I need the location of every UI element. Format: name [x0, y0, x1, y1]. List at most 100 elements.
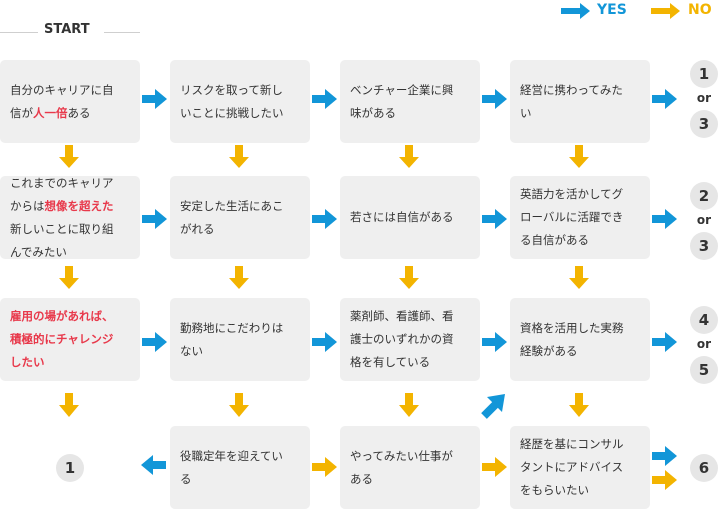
no-arrow: [229, 393, 249, 417]
highlight-text: 人一倍: [33, 105, 68, 120]
start-line-left: [0, 32, 38, 33]
question-box-7[interactable]: 若さには自信がある: [340, 176, 480, 259]
result-circle-2[interactable]: 2: [690, 182, 718, 210]
yes-arrow: [312, 89, 337, 109]
question-box-1[interactable]: 自分のキャリアに自信が人一倍ある: [0, 60, 140, 143]
yes-arrow: [652, 89, 677, 109]
no-arrow: [569, 145, 589, 168]
yes-arrow: [652, 446, 677, 466]
yes-arrow: [142, 332, 167, 352]
box-text: 自分のキャリアに自: [10, 82, 114, 97]
box-text: をもらいたい: [520, 483, 589, 497]
start-label: START: [44, 22, 90, 37]
box-text: 勤務地にこだわりは: [180, 320, 284, 335]
question-box-15[interactable]: 経歴を基にコンサルタントにアドバイスをもらいたい: [510, 426, 650, 509]
no-arrow: [652, 470, 677, 490]
or-label: or: [696, 91, 712, 105]
yes-arrow: [141, 455, 166, 475]
question-box-3[interactable]: ベンチャー企業に興味がある: [340, 60, 480, 143]
box-text: 信が: [10, 105, 33, 120]
box-text: いことに挑戦したい: [180, 105, 284, 120]
box-text: ある: [350, 471, 373, 486]
box-text: る自信がある: [520, 233, 589, 247]
box-text: 格を有している: [350, 355, 431, 369]
diagonal-yes-arrow: [481, 394, 505, 419]
question-box-5[interactable]: これまでのキャリアからは想像を超えた新しいことに取り組んでみたい: [0, 176, 140, 259]
yes-arrow: [142, 89, 167, 109]
box-text: 資格を活用した実務: [520, 320, 624, 335]
highlight-text: 雇用の場があれば、: [10, 309, 114, 323]
question-box-11[interactable]: 薬剤師、看護師、看護士のいずれかの資格を有している: [340, 298, 480, 381]
box-text: ベンチャー企業に興: [350, 82, 454, 97]
result-circle-3b[interactable]: 3: [690, 232, 718, 260]
no-arrow: [312, 457, 337, 477]
box-text: 英語力を活かしてグ: [520, 187, 624, 201]
box-text: ない: [180, 343, 203, 358]
box-text: い: [520, 105, 532, 120]
legend-no-label: NO: [688, 2, 712, 18]
question-box-13[interactable]: 役職定年を迎えている: [170, 426, 310, 509]
or-label: or: [696, 213, 712, 227]
box-text: 安定した生活にあこ: [180, 198, 284, 213]
yes-arrow: [312, 332, 337, 352]
question-box-6[interactable]: 安定した生活にあこがれる: [170, 176, 310, 259]
question-box-10[interactable]: 勤務地にこだわりはない: [170, 298, 310, 381]
box-text: タントにアドバイス: [520, 460, 624, 474]
yes-arrow: [312, 209, 337, 229]
question-box-2[interactable]: リスクを取って新しいことに挑戦したい: [170, 60, 310, 143]
highlight-text: したい: [10, 355, 45, 369]
box-text: 役職定年を迎えてい: [180, 448, 283, 463]
box-text: 経歴を基にコンサル: [520, 437, 624, 451]
no-arrow: [229, 145, 249, 168]
no-arrow: [59, 266, 79, 289]
question-box-9[interactable]: 雇用の場があれば、積極的にチャレンジしたい: [0, 298, 140, 381]
no-arrow: [569, 393, 589, 417]
legend-yes-label: YES: [597, 2, 627, 18]
yes-arrow: [482, 89, 507, 109]
start-line-right: [104, 32, 140, 33]
box-text: んでみたい: [10, 244, 67, 259]
yes-arrow: [652, 332, 677, 352]
result-circle-1b[interactable]: 1: [56, 454, 84, 482]
result-circle-4[interactable]: 4: [690, 306, 718, 334]
box-text: 新しいことに取り組: [10, 221, 114, 236]
box-text: 経験がある: [520, 343, 578, 358]
no-arrow: [229, 266, 249, 289]
box-text: 薬剤師、看護師、看: [350, 309, 454, 323]
box-text: リスクを取って新し: [180, 82, 283, 97]
no-arrow: [59, 145, 79, 168]
yes-arrow: [652, 209, 677, 229]
question-box-4[interactable]: 経営に携わってみたい: [510, 60, 650, 143]
legend-no-arrow: [651, 3, 680, 19]
box-text: からは: [10, 198, 45, 213]
no-arrow: [569, 266, 589, 289]
box-text: 経営に携わってみた: [520, 82, 623, 97]
question-box-8[interactable]: 英語力を活かしてグローバルに活躍できる自信がある: [510, 176, 650, 259]
yes-arrow: [142, 209, 167, 229]
legend-yes-arrow: [561, 3, 590, 19]
no-arrow: [399, 266, 419, 289]
box-text: 若さには自信がある: [350, 210, 454, 224]
result-circle-5[interactable]: 5: [690, 356, 718, 384]
box-text: これまでのキャリア: [10, 175, 114, 190]
no-arrow: [399, 145, 419, 168]
no-arrow: [399, 393, 419, 417]
highlight-text: 想像を超えた: [44, 198, 114, 213]
or-label: or: [696, 337, 712, 351]
question-box-14[interactable]: やってみたい仕事がある: [340, 426, 480, 509]
box-text: ある: [67, 105, 91, 120]
box-text: 護士のいずれかの資: [350, 332, 454, 346]
result-circle-1[interactable]: 1: [690, 60, 718, 88]
no-arrow: [482, 457, 507, 477]
yes-arrow: [482, 209, 507, 229]
yes-arrow: [482, 332, 507, 352]
highlight-text: 積極的にチャレンジ: [10, 332, 114, 346]
no-arrow: [59, 393, 79, 417]
result-circle-6[interactable]: 6: [690, 454, 718, 482]
result-circle-3[interactable]: 3: [690, 110, 718, 138]
box-text: がれる: [180, 221, 215, 236]
box-text: やってみたい仕事が: [350, 448, 453, 463]
question-box-12[interactable]: 資格を活用した実務経験がある: [510, 298, 650, 381]
